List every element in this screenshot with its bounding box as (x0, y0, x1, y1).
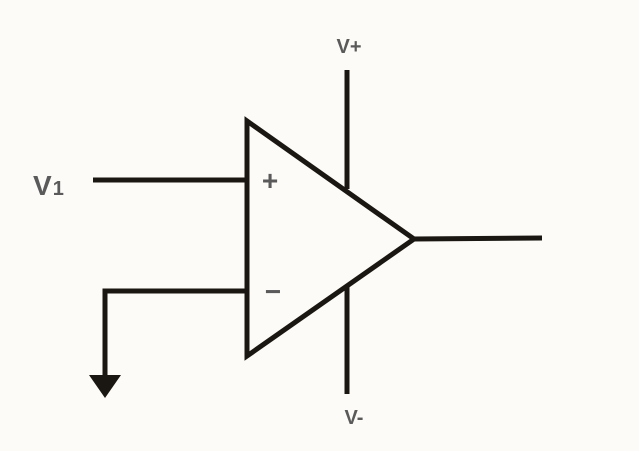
supply-negative-label: V- (345, 407, 364, 429)
op-amp-triangle (244, 116, 419, 361)
ground-arrow-icon (89, 375, 121, 398)
inverting-symbol: − (265, 276, 281, 307)
input-label-main: V (33, 170, 52, 201)
supply-positive-label: V+ (336, 36, 361, 58)
input-label-subscript: 1 (53, 178, 64, 200)
input-label: V1 (33, 170, 64, 201)
non-inverting-symbol: + (262, 165, 278, 196)
ground-wire (102, 288, 247, 378)
output-wire (413, 235, 543, 242)
